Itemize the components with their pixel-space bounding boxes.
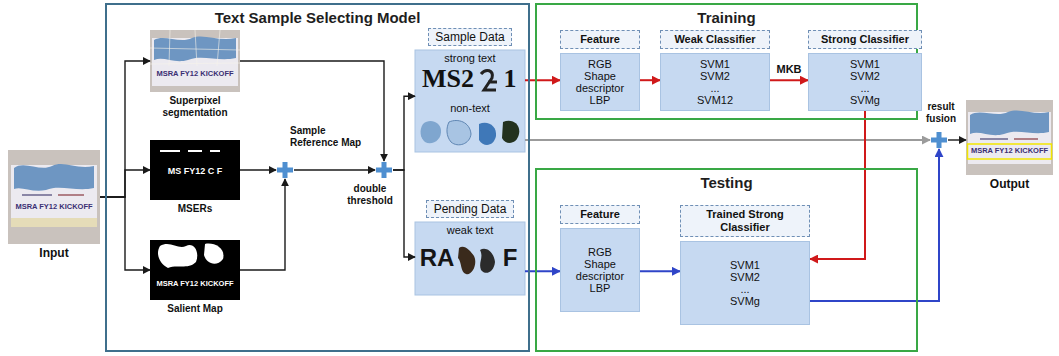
mser-map (150, 140, 240, 200)
flow-arrow (640, 270, 680, 272)
classifier-box: Weak ClassifierSVM1 SVM2 ... SVM12 (660, 30, 770, 111)
plus-symbol (375, 161, 393, 179)
image-label: Superpixel segmentation (162, 95, 227, 118)
flow-arrow (100, 61, 150, 197)
image-label: MSERs (178, 203, 212, 215)
edge-label: MKB (774, 63, 803, 76)
module-panel: Text Sample Selecting ModelSuperpixel se… (105, 3, 530, 352)
stage-panel: TrainingFeatureRGB Shape descriptor LBPW… (535, 3, 918, 120)
card-header: Weak Classifier (660, 30, 770, 49)
photo-text: MSRA FY12 KICKOFF (156, 280, 233, 289)
flow-arrow (640, 79, 660, 81)
photo-text: MSRA FY12 KICKOFF (156, 70, 233, 79)
photo-text: F (503, 244, 518, 272)
card-text: SVM1 SVM2 ... SVMg (850, 58, 880, 106)
card-body: SVM1 SVM2 ... SVMg (680, 241, 810, 325)
plus-symbol (930, 131, 948, 149)
flow-arrow (525, 270, 560, 272)
photo-text: 1 (504, 64, 517, 94)
flow-arrow (294, 169, 375, 170)
image-label: Input (39, 247, 68, 261)
card-text: RGB Shape descriptor LBP (576, 246, 624, 294)
plus-junction: Sample Reference Map (276, 161, 294, 179)
classifier-box: Trained Strong ClassifierSVM1 SVM2 ... S… (680, 205, 810, 325)
data-caption: non-text (415, 102, 525, 115)
plus-symbol (276, 161, 294, 179)
data-caption: weak text (415, 224, 525, 237)
input-image: Input (8, 150, 100, 244)
card-body: RGB Shape descriptor LBP (560, 53, 640, 111)
image-thumb: Salient Map (150, 240, 240, 300)
classifier-box: FeatureRGB Shape descriptor LBP (560, 30, 640, 111)
card-text: RGB Shape descriptor LBP (576, 58, 624, 106)
output-photo (966, 100, 1053, 175)
flow-arrow (240, 179, 285, 270)
data-header: Sample Data (428, 28, 512, 46)
plus-shape (931, 132, 947, 148)
classifier-box: FeatureRGB Shape descriptor LBP (560, 205, 640, 312)
flow-arrow (393, 96, 415, 170)
flow-arrow (240, 169, 276, 170)
panel-title: Training (537, 9, 916, 26)
photo-text: MS2 (422, 64, 474, 94)
image-label: Salient Map (167, 303, 223, 315)
flow-arrow (948, 139, 966, 140)
card-header: Strong Classifier (808, 30, 922, 49)
plus-shape (376, 162, 392, 178)
card-body: RGB Shape descriptor LBP (560, 228, 640, 312)
data-header: Pending Data (426, 200, 514, 218)
data-caption: strong text (415, 52, 525, 65)
junction-label: Sample Reference Map (290, 125, 374, 149)
image-label: Output (990, 178, 1029, 192)
card-text: SVM1 SVM2 ... SVM12 (697, 58, 733, 106)
flow-arrow (240, 61, 384, 161)
plus-shape (277, 162, 293, 178)
photo-text: MSRA FY12 KICKOFF (15, 203, 92, 212)
sample-data-body (415, 50, 525, 152)
superpixel-photo (150, 30, 240, 92)
photo-text: RA (420, 244, 455, 272)
flow-arrow (525, 139, 930, 141)
input-photo (8, 150, 100, 244)
card-header: Trained Strong Classifier (680, 205, 810, 237)
flow-arrow (100, 197, 150, 270)
photo-text: MS FY12 C F (168, 166, 223, 176)
output-image: Output (966, 100, 1053, 175)
flow-arrow (770, 79, 808, 81)
junction-label: double threshold (347, 183, 393, 207)
photo-text: MSRA FY12 KICKOFF (971, 147, 1048, 156)
flow-arrow (100, 170, 150, 197)
flow-arrow (810, 111, 865, 259)
card-body: SVM1 SVM2 ... SVMg (808, 53, 922, 111)
stage-panel: TestingFeatureRGB Shape descriptor LBP Tr… (535, 168, 918, 352)
plus-junction: result fusion (930, 131, 948, 149)
salient-map (150, 240, 240, 300)
flow-arrow (393, 170, 415, 257)
panel-title: Testing (537, 174, 916, 191)
plus-junction: double threshold (375, 161, 393, 179)
image-thumb: Superpixel segmentation (150, 30, 240, 92)
pending-data-body (415, 222, 525, 295)
card-text: SVM1 SVM2 ... SVMg (730, 259, 760, 307)
flow-arrow (810, 149, 939, 301)
panel-title: Text Sample Selecting Model (107, 9, 528, 26)
junction-label: result fusion (926, 101, 956, 125)
card-body: SVM1 SVM2 ... SVM12 (660, 53, 770, 111)
flow-arrow (525, 79, 560, 81)
card-header: Feature (560, 30, 640, 49)
card-header: Feature (560, 205, 640, 224)
classifier-box: Strong ClassifierSVM1 SVM2 ... SVMg (808, 30, 922, 111)
